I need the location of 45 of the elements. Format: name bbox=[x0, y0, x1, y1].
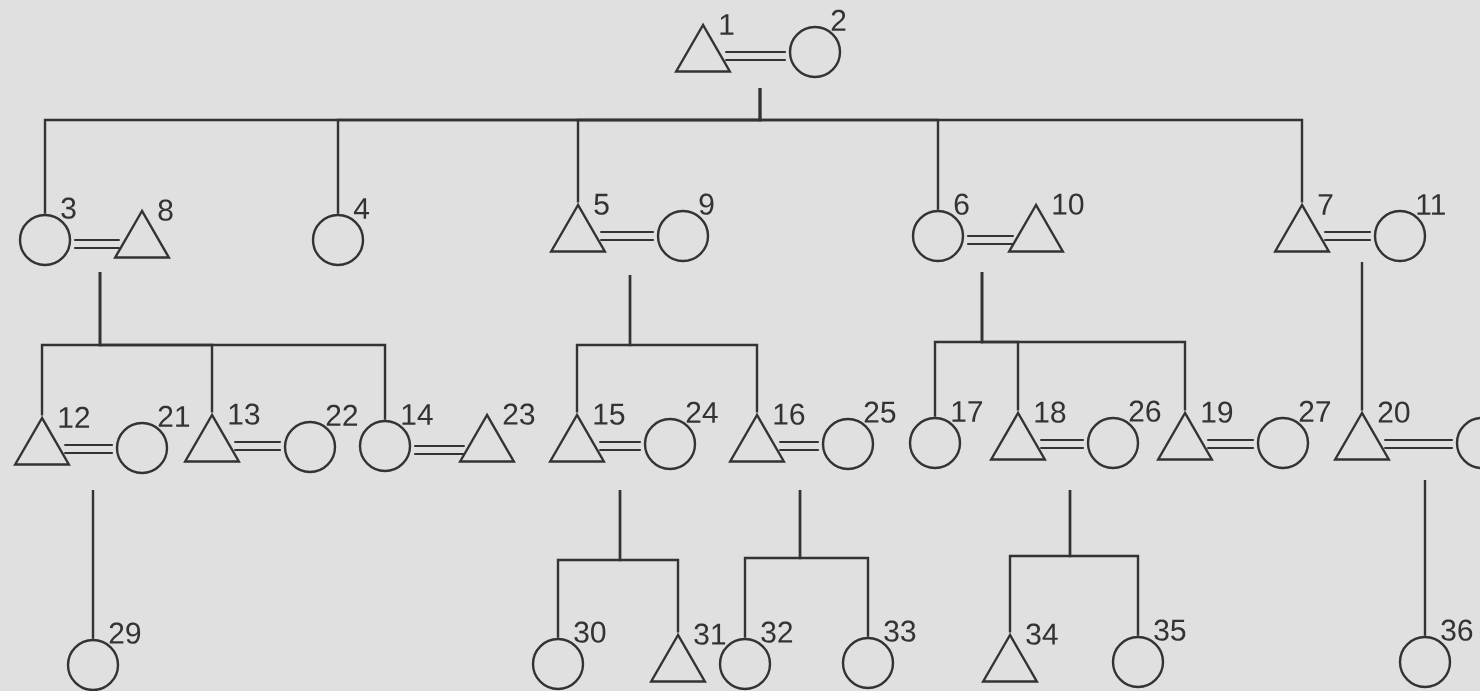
person-number: 9 bbox=[699, 193, 714, 215]
person-number: 7 bbox=[1318, 194, 1333, 215]
person-number: 23 bbox=[503, 403, 535, 425]
descent-line bbox=[1423, 480, 1427, 636]
person-number: 34 bbox=[1026, 623, 1058, 645]
descent-line bbox=[980, 272, 1187, 411]
descent-line bbox=[798, 490, 870, 637]
person-number: 1 bbox=[720, 14, 734, 35]
person-number: 20 bbox=[1378, 401, 1410, 423]
person-number: 25 bbox=[864, 401, 896, 423]
person-number: 15 bbox=[594, 403, 625, 425]
person-number: 22 bbox=[326, 404, 358, 426]
person-number: 24 bbox=[686, 401, 718, 423]
person-number: 32 bbox=[761, 621, 793, 643]
person-number: 18 bbox=[1035, 401, 1066, 423]
descent-line bbox=[98, 272, 387, 420]
person-number: 2 bbox=[831, 9, 846, 31]
person-number: 33 bbox=[884, 620, 916, 642]
person-number: 11 bbox=[1417, 194, 1445, 215]
descent-line bbox=[618, 490, 680, 633]
descent-line bbox=[758, 88, 1304, 203]
person-number: 6 bbox=[954, 193, 969, 215]
person-number: 19 bbox=[1202, 401, 1233, 423]
person-number: 5 bbox=[594, 193, 609, 215]
person-number: 29 bbox=[109, 622, 141, 644]
person-number: 31 bbox=[694, 623, 726, 645]
person-number: 26 bbox=[1129, 400, 1161, 422]
descent-line bbox=[1068, 490, 1140, 636]
person-number: 14 bbox=[402, 404, 433, 425]
person-number: 21 bbox=[158, 405, 190, 427]
person-number: 10 bbox=[1053, 193, 1084, 215]
person-number: 3 bbox=[61, 197, 76, 219]
descent-line bbox=[1360, 262, 1364, 411]
person-number: 13 bbox=[229, 403, 260, 425]
person-number: 12 bbox=[59, 406, 90, 428]
descent-line bbox=[628, 275, 759, 413]
person-number: 8 bbox=[158, 199, 173, 221]
person-number: 16 bbox=[774, 403, 805, 425]
person-number: 17 bbox=[952, 401, 983, 422]
person-number: 4 bbox=[353, 198, 369, 219]
person-number: 27 bbox=[1299, 400, 1331, 422]
person-number: 35 bbox=[1154, 619, 1186, 641]
person-number: 30 bbox=[574, 621, 606, 643]
descent-line bbox=[91, 490, 95, 639]
person-number: 36 bbox=[1441, 619, 1473, 641]
